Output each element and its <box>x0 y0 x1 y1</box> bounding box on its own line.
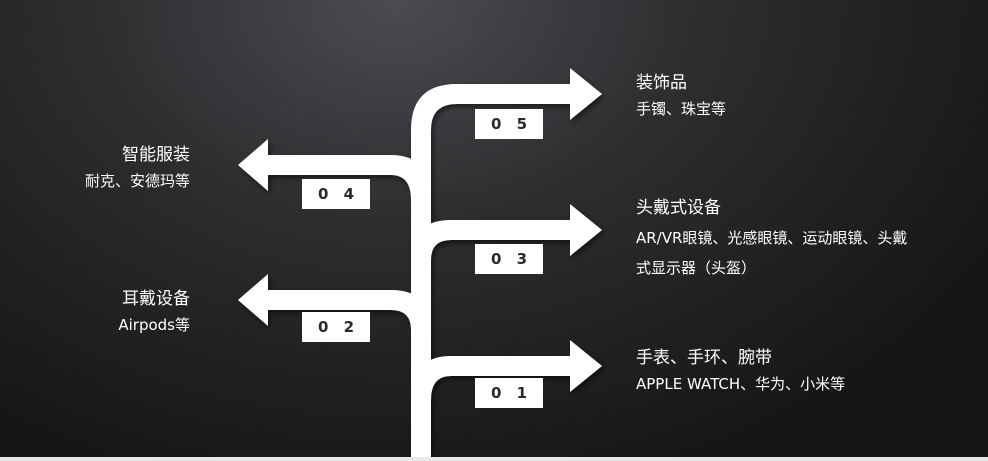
label-group-03: 头戴式设备 AR/VR眼镜、光感眼镜、运动眼镜、头戴 式显示器（头盔） <box>636 197 907 283</box>
tag-01: 0 1 <box>475 378 543 408</box>
arrow-03 <box>411 204 602 260</box>
branch-desc-03-line1: AR/VR眼镜、光感眼镜、运动眼镜、头戴 <box>636 229 908 247</box>
label-group-04: 智能服装 耐克、安德玛等 <box>85 144 190 196</box>
branch-desc-02: Airpods等 <box>118 316 190 334</box>
branch-title-02: 耳戴设备 <box>122 289 190 309</box>
label-group-02: 耳戴设备 Airpods等 <box>118 288 190 340</box>
branch-desc-03-line2: 式显示器（头盔） <box>636 259 757 277</box>
arrow-05 <box>411 68 602 130</box>
arrow-02 <box>238 274 431 330</box>
branch-title-03: 头戴式设备 <box>636 198 721 218</box>
branch-desc-01: APPLE WATCH、华为、小米等 <box>636 375 846 393</box>
branch-title-01: 手表、手环、腕带 <box>636 348 772 368</box>
tag-05: 0 5 <box>475 109 543 139</box>
branch-desc-04: 耐克、安德玛等 <box>84 172 190 190</box>
bottom-divider <box>0 457 988 461</box>
tag-03: 0 3 <box>475 244 543 274</box>
arrow-01 <box>411 340 602 400</box>
branch-desc-05: 手镯、珠宝等 <box>636 100 727 118</box>
label-group-01: 手表、手环、腕带 APPLE WATCH、华为、小米等 <box>636 347 845 399</box>
branch-title-04: 智能服装 <box>122 145 190 165</box>
arrow-04 <box>238 139 431 200</box>
branch-title-05: 装饰品 <box>636 73 687 93</box>
tag-04: 0 4 <box>302 179 370 209</box>
label-group-05: 装饰品 手镯、珠宝等 <box>636 72 726 124</box>
tag-02: 0 2 <box>302 312 370 342</box>
